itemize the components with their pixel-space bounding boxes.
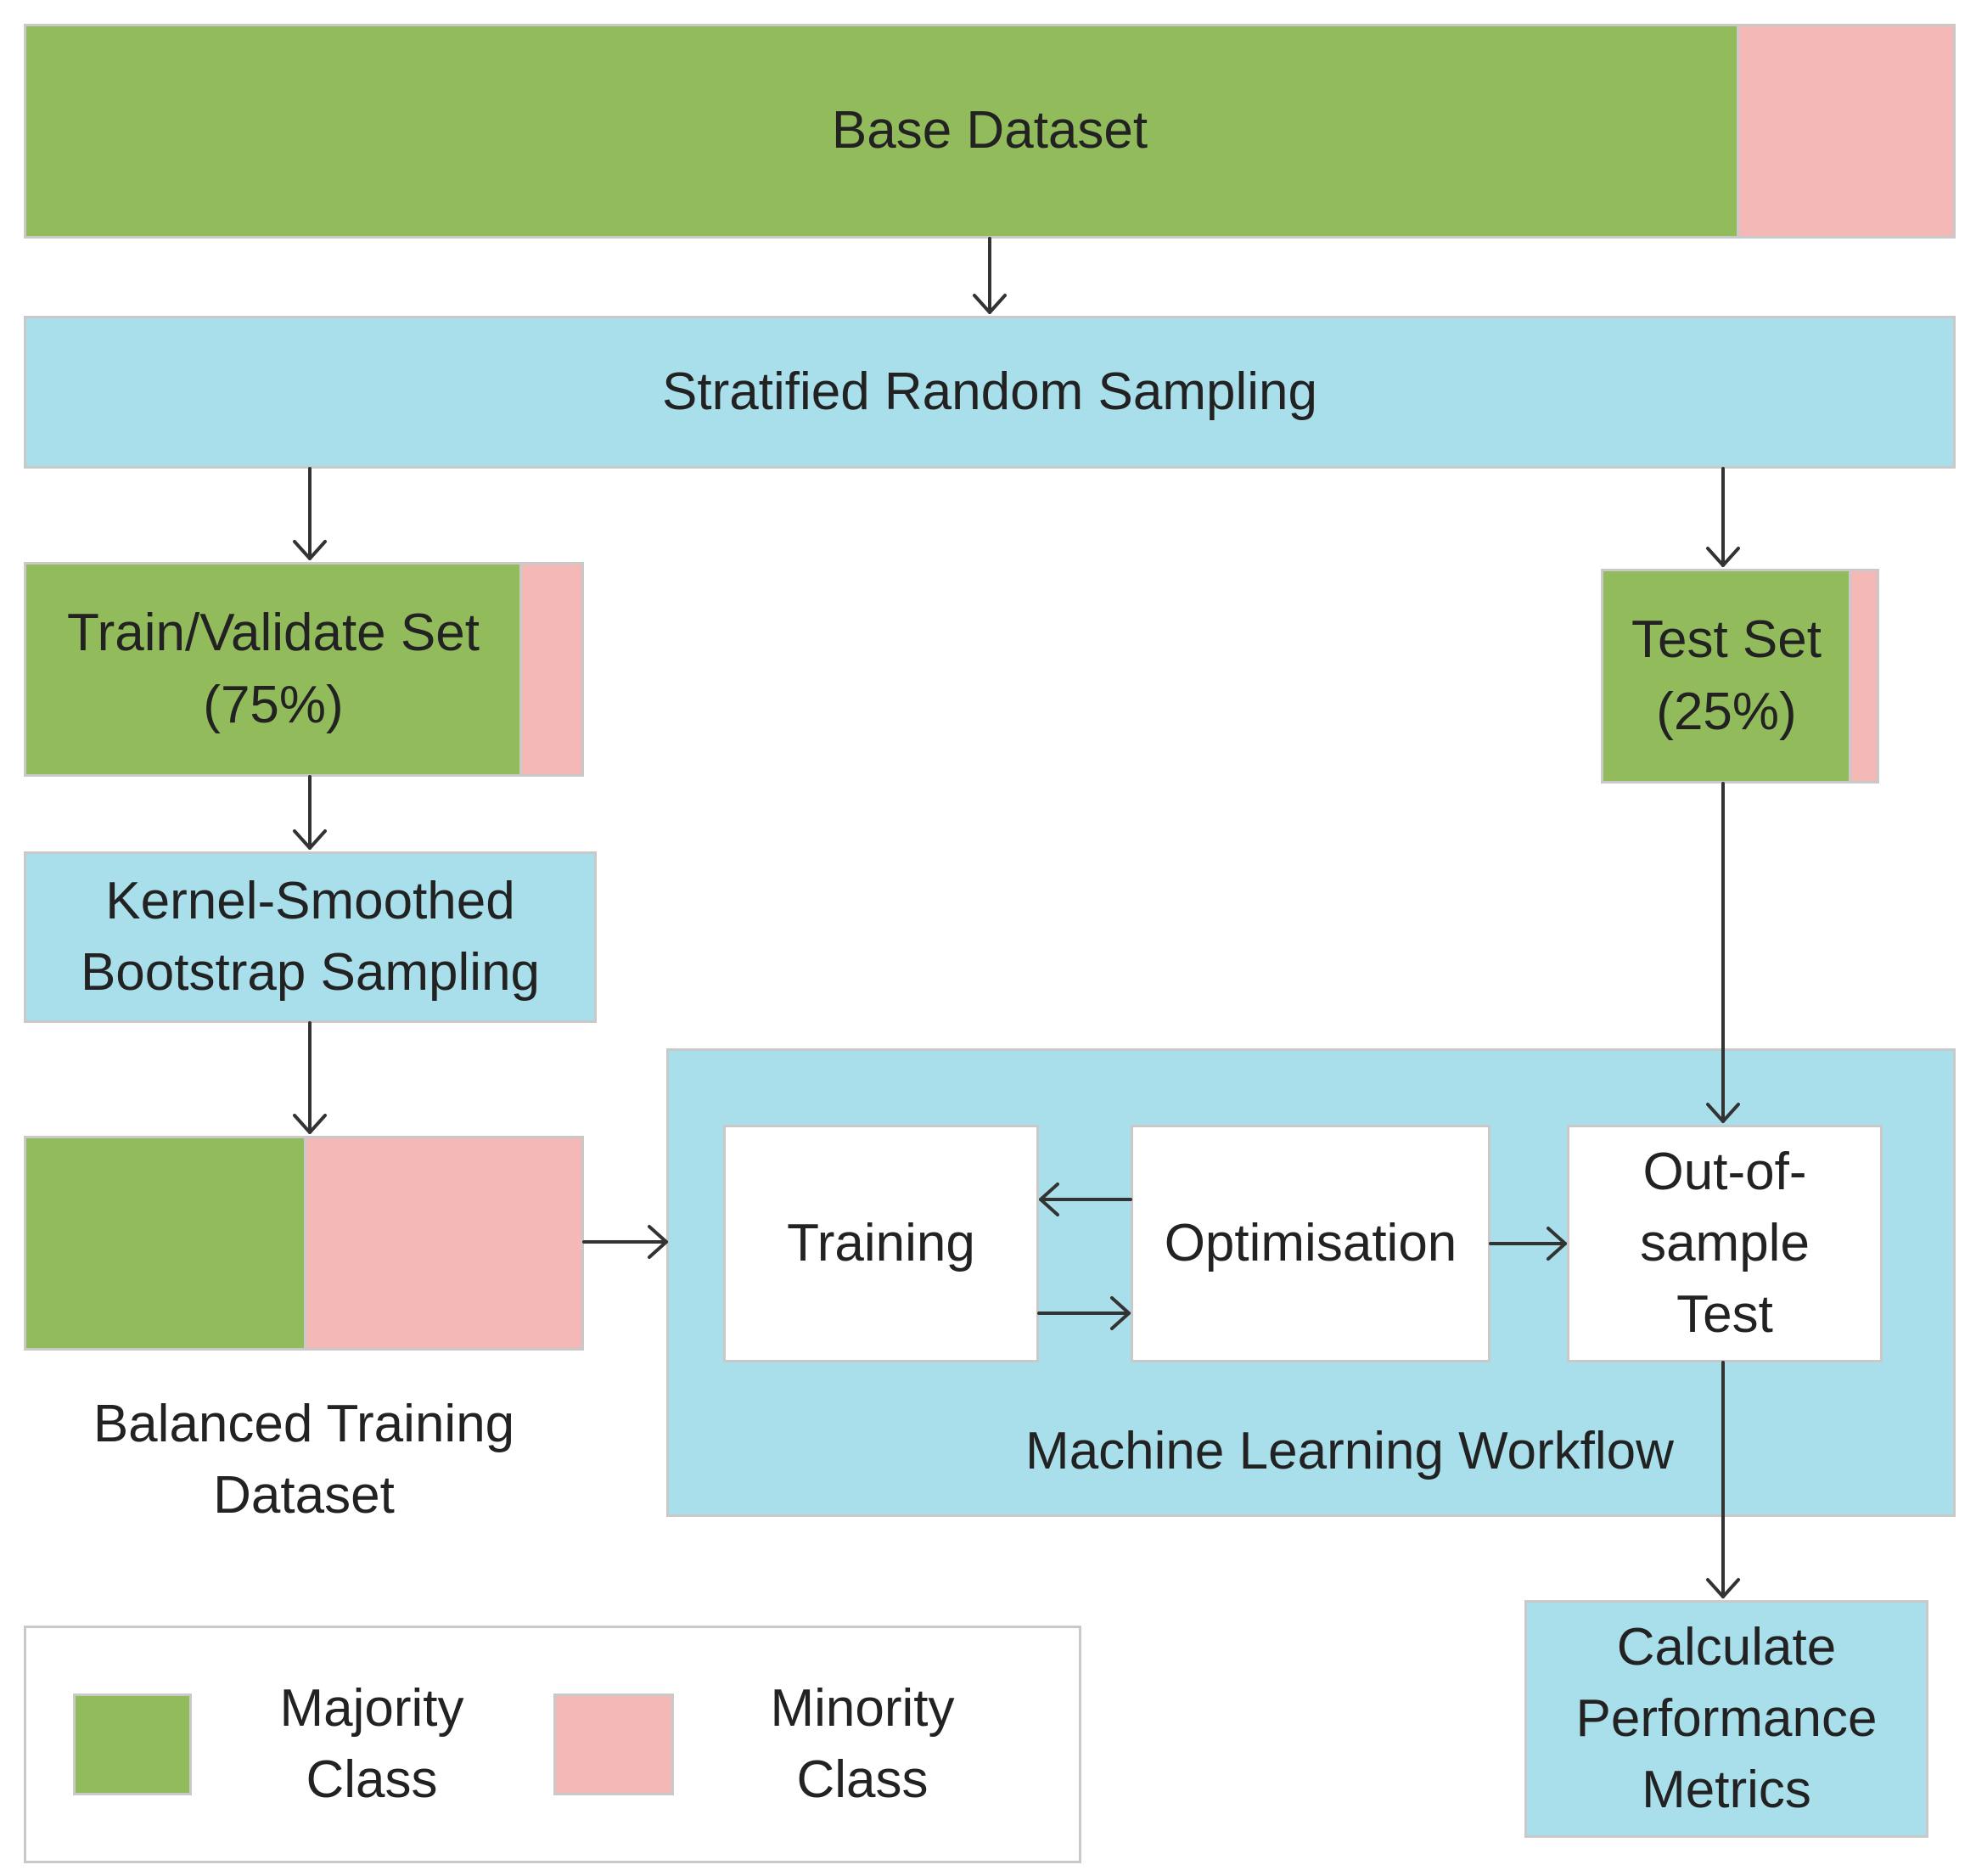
- balanced-training-label: Balanced Training Dataset: [24, 1384, 584, 1536]
- train-validate-line2: (75%): [203, 675, 344, 734]
- train-validate-line1: Train/Validate Set: [67, 604, 480, 663]
- test-set-minority: [1849, 569, 1879, 784]
- oos-line2: sample: [1640, 1213, 1810, 1272]
- legend-minority-line2: Class: [796, 1750, 929, 1809]
- out-of-sample-test-box: [1567, 1125, 1883, 1362]
- train-validate-majority: [24, 562, 523, 777]
- balanced-training-line2: Dataset: [213, 1466, 395, 1525]
- stratified-random-sampling-box: [24, 316, 1956, 469]
- legend-majority-label: Majority Class: [222, 1668, 521, 1821]
- performance-line1: Calculate: [1616, 1617, 1837, 1677]
- training-label: Training: [787, 1213, 975, 1272]
- arrowhead-stratified-to-test: [1706, 547, 1740, 567]
- legend-majority-line1: Majority: [279, 1678, 464, 1738]
- performance-line3: Metrics: [1642, 1761, 1811, 1820]
- training-box: [723, 1125, 1039, 1362]
- out-of-sample-test-label: Out-of- sample Test: [1567, 1125, 1883, 1362]
- test-set-line2: (25%): [1656, 682, 1797, 741]
- kernel-bootstrap-label: Kernel-Smoothed Bootstrap Sampling: [24, 851, 597, 1023]
- performance-metrics-label: Calculate Performance Metrics: [1524, 1600, 1928, 1838]
- test-set-line1: Test Set: [1631, 610, 1822, 670]
- oos-line3: Test: [1676, 1285, 1773, 1345]
- legend-majority-line2: Class: [306, 1750, 438, 1809]
- arrowhead-kernel-to-balanced: [293, 1114, 327, 1134]
- legend-minority-line1: Minority: [770, 1678, 955, 1738]
- balanced-training-minority: [304, 1136, 584, 1351]
- stratified-random-sampling-label: Stratified Random Sampling: [662, 362, 1317, 421]
- arrowhead-stratified-to-train: [293, 540, 327, 560]
- kernel-bootstrap-line1: Kernel-Smoothed: [105, 871, 515, 930]
- kernel-bootstrap-line2: Bootstrap Sampling: [80, 943, 541, 1002]
- test-set-majority: [1601, 569, 1852, 784]
- performance-metrics-box: [1524, 1600, 1928, 1838]
- legend-minority-swatch: [553, 1693, 674, 1795]
- arrowhead-base-to-stratified: [973, 294, 1007, 314]
- ml-workflow-label: Machine Learning Workflow: [1025, 1421, 1674, 1480]
- arrowhead-balanced-to-workflow: [648, 1225, 668, 1259]
- balanced-training-majority: [24, 1136, 307, 1351]
- test-set-label: Test Set (25%): [1601, 569, 1852, 784]
- performance-line2: Performance: [1575, 1688, 1878, 1748]
- balanced-training-line1: Balanced Training: [93, 1394, 515, 1453]
- train-validate-minority: [519, 562, 584, 777]
- base-dataset-label: Base Dataset: [831, 101, 1148, 160]
- legend-minority-label: Minority Class: [713, 1668, 1012, 1821]
- base-dataset-majority: [24, 24, 1740, 239]
- arrowhead-oos-to-performance: [1706, 1578, 1740, 1598]
- kernel-bootstrap-box: [24, 851, 597, 1023]
- arrowhead-train-to-kernel: [293, 829, 327, 850]
- oos-line1: Out-of-: [1642, 1142, 1807, 1201]
- optimisation-box: [1131, 1125, 1490, 1362]
- optimisation-label: Optimisation: [1164, 1213, 1457, 1272]
- base-dataset-minority: [1737, 24, 1956, 239]
- legend-box: [24, 1626, 1081, 1863]
- legend-majority-swatch: [73, 1693, 192, 1795]
- train-validate-label: Train/Validate Set (75%): [24, 562, 523, 777]
